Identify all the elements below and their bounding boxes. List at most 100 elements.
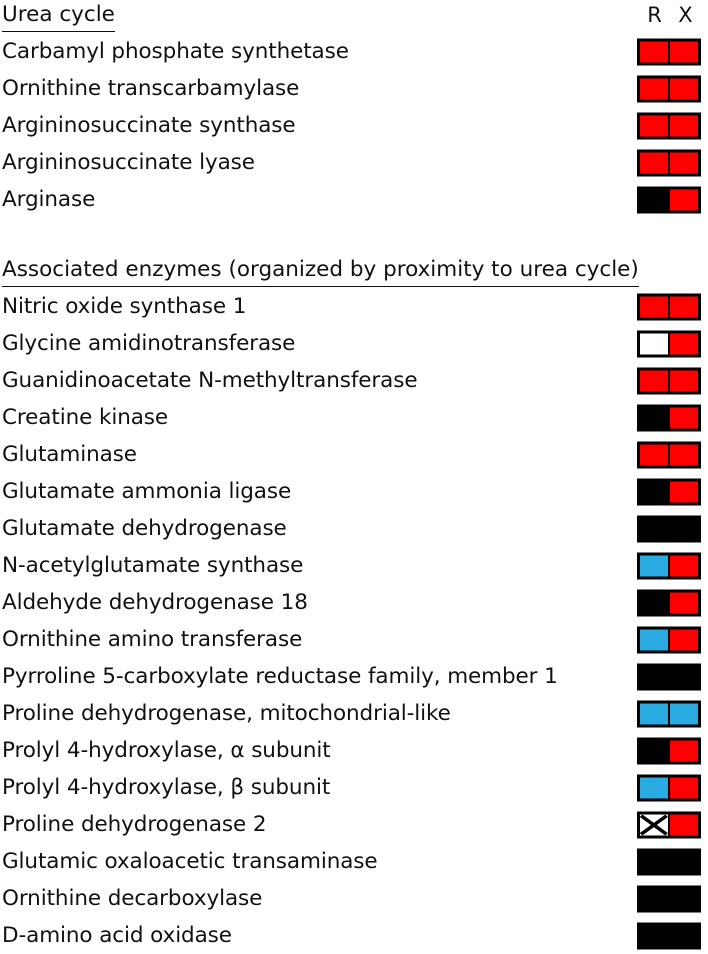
enzyme-name: Carbamyl phosphate synthetase	[2, 39, 349, 64]
table-row: Proline dehydrogenase 2	[0, 806, 708, 843]
status-cell-r-cross	[640, 814, 668, 835]
status-box-pair	[637, 515, 701, 542]
table-row: Carbamyl phosphate synthetase	[0, 33, 708, 70]
status-cell-r-red	[640, 296, 668, 317]
table-row: Ornithine amino transferase	[0, 621, 708, 658]
table-row: Argininosuccinate synthase	[0, 107, 708, 144]
status-box-pair	[637, 700, 701, 727]
column-header-r: R	[647, 2, 662, 27]
status-cell-x-red	[670, 189, 698, 210]
section-title-wrap: Urea cycle	[0, 0, 708, 33]
status-cell-x-red	[670, 555, 698, 576]
enzyme-name: Ornithine amino transferase	[2, 627, 303, 652]
table-row: Creatine kinase	[0, 399, 708, 436]
table-row: Guanidinoacetate N-methyltransferase	[0, 362, 708, 399]
table-row: Argininosuccinate lyase	[0, 144, 708, 181]
enzyme-name: Nitric oxide synthase 1	[2, 294, 247, 319]
table-row: Ornithine decarboxylase	[0, 880, 708, 917]
enzyme-name: Glycine amidinotransferase	[2, 331, 296, 356]
section-1: Associated enzymes (organized by proximi…	[0, 255, 708, 954]
status-cell-x-black	[670, 925, 698, 946]
status-box-pair	[637, 404, 701, 431]
status-cell-r-cyan	[640, 777, 668, 798]
table-row: Glutamic oxaloacetic transaminase	[0, 843, 708, 880]
status-box-pair	[637, 589, 701, 616]
status-box-pair	[637, 478, 701, 505]
status-box-pair	[637, 811, 701, 838]
enzyme-name: Glutaminase	[2, 442, 137, 467]
status-cell-r-cyan	[640, 555, 668, 576]
status-cell-x-red	[670, 370, 698, 391]
status-cell-r-red	[640, 370, 668, 391]
status-cell-x-black	[670, 518, 698, 539]
status-cell-x-black	[670, 666, 698, 687]
status-box-pair	[637, 885, 701, 912]
status-cell-x-red	[670, 407, 698, 428]
table-row: D-amino acid oxidase	[0, 917, 708, 954]
status-cell-x-red	[670, 814, 698, 835]
status-cell-x-red	[670, 333, 698, 354]
table-row: Proline dehydrogenase, mitochondrial-lik…	[0, 695, 708, 732]
table-row: N-acetylglutamate synthase	[0, 547, 708, 584]
status-cell-r-black	[640, 407, 668, 428]
status-cell-x-red	[670, 444, 698, 465]
enzyme-name: Creatine kinase	[2, 405, 169, 430]
status-box-pair	[637, 149, 701, 176]
status-cell-x-red	[670, 115, 698, 136]
enzyme-name: Argininosuccinate lyase	[2, 150, 255, 175]
status-cell-x-red	[670, 296, 698, 317]
enzyme-name: Glutamate ammonia ligase	[2, 479, 292, 504]
status-box-pair	[637, 186, 701, 213]
status-cell-x-red	[670, 41, 698, 62]
column-header-group: R X	[639, 0, 701, 30]
enzyme-name: Glutamate dehydrogenase	[2, 516, 287, 541]
status-box-pair	[637, 552, 701, 579]
table-row: Aldehyde dehydrogenase 18	[0, 584, 708, 621]
table-row: Pyrroline 5-carboxylate reductase family…	[0, 658, 708, 695]
status-cell-r-red	[640, 78, 668, 99]
status-cell-r-black	[640, 925, 668, 946]
enzyme-name: Ornithine transcarbamylase	[2, 76, 300, 101]
enzyme-name: Guanidinoacetate N-methyltransferase	[2, 368, 418, 393]
status-cell-r-red	[640, 444, 668, 465]
status-box-pair	[637, 112, 701, 139]
status-cell-x-red	[670, 740, 698, 761]
status-cell-r-black	[640, 518, 668, 539]
status-box-pair	[637, 441, 701, 468]
status-box-pair	[637, 774, 701, 801]
enzyme-name: Prolyl 4-hydroxylase, β subunit	[2, 775, 331, 800]
status-cell-x-red	[670, 629, 698, 650]
status-box-pair	[637, 75, 701, 102]
status-box-pair	[637, 38, 701, 65]
status-cell-x-black	[670, 888, 698, 909]
status-box-pair	[637, 626, 701, 653]
status-cell-x-red	[670, 152, 698, 173]
status-box-pair	[637, 367, 701, 394]
enzyme-name: Aldehyde dehydrogenase 18	[2, 590, 308, 615]
section-title: Associated enzymes (organized by proximi…	[2, 255, 639, 287]
enzyme-name: Proline dehydrogenase 2	[2, 812, 267, 837]
table-row: Glycine amidinotransferase	[0, 325, 708, 362]
table-row: Glutamate ammonia ligase	[0, 473, 708, 510]
table-row: Prolyl 4-hydroxylase, β subunit	[0, 769, 708, 806]
status-cell-x-black	[670, 851, 698, 872]
column-header-x: X	[678, 2, 693, 27]
status-cell-r-black	[640, 888, 668, 909]
status-cell-r-white	[640, 333, 668, 354]
table-row: Nitric oxide synthase 1	[0, 288, 708, 325]
status-cell-r-black	[640, 592, 668, 613]
enzyme-name: Argininosuccinate synthase	[2, 113, 296, 138]
enzyme-name: Arginase	[2, 187, 96, 212]
status-cell-r-cyan	[640, 703, 668, 724]
enzyme-name: Prolyl 4-hydroxylase, α subunit	[2, 738, 331, 763]
status-cell-r-red	[640, 115, 668, 136]
status-cell-r-black	[640, 481, 668, 502]
status-box-pair	[637, 293, 701, 320]
table-row: Glutaminase	[0, 436, 708, 473]
status-box-pair	[637, 848, 701, 875]
status-box-pair	[637, 737, 701, 764]
cross-icon	[640, 814, 668, 835]
status-cell-r-red	[640, 41, 668, 62]
